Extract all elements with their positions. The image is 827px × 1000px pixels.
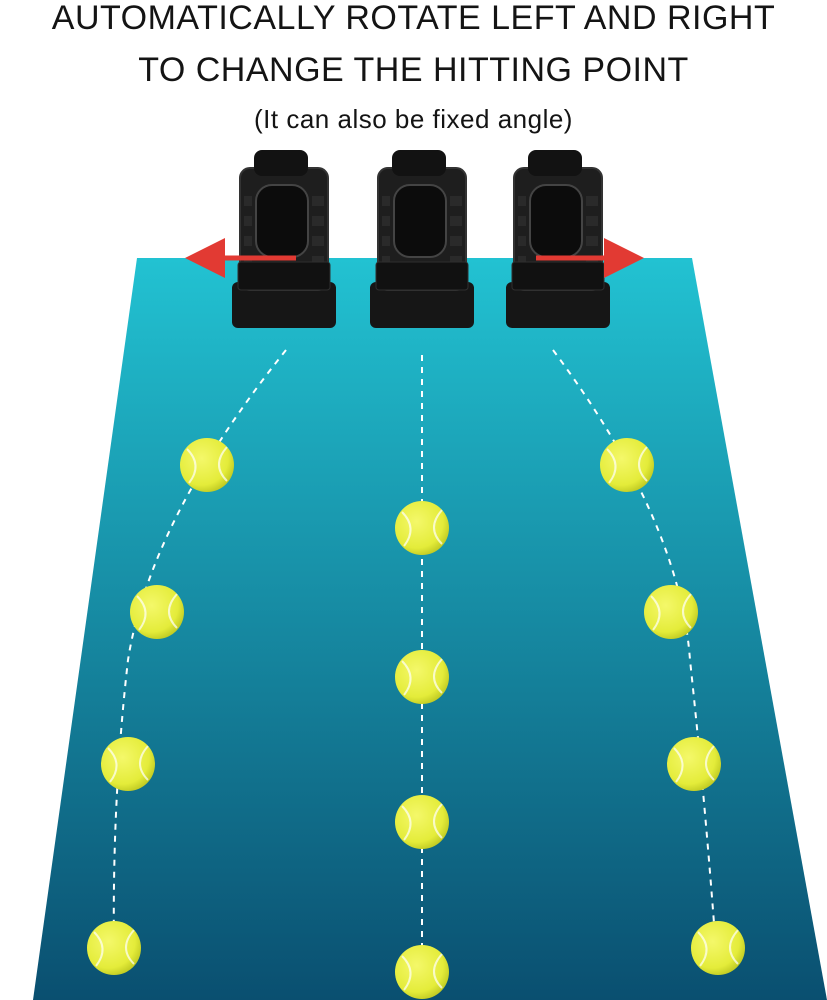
tennis-ball-icon	[101, 737, 155, 791]
headline-line-2: TO CHANGE THE HITTING POINT	[138, 51, 689, 89]
tennis-ball-icon	[395, 945, 449, 999]
headline-line-1: AUTOMATICALLY ROTATE LEFT AND RIGHT	[51, 0, 776, 37]
ball-machine-icon-left	[232, 150, 336, 328]
tennis-ball-icon	[180, 438, 234, 492]
ball-machine-icon-center	[370, 150, 474, 328]
tennis-balls	[87, 438, 745, 999]
tennis-ball-icon	[87, 921, 141, 975]
headline-note: (It can also be fixed angle)	[254, 104, 573, 134]
ball-machines	[232, 150, 610, 328]
tennis-ball-icon	[395, 650, 449, 704]
tennis-ball-icon	[644, 585, 698, 639]
tennis-ball-icon	[130, 585, 184, 639]
tennis-ball-icon	[600, 438, 654, 492]
tennis-ball-icon	[691, 921, 745, 975]
tennis-ball-icon	[395, 501, 449, 555]
tennis-ball-icon	[667, 737, 721, 791]
tennis-ball-icon	[395, 795, 449, 849]
ball-machine-icon-right	[506, 150, 610, 328]
